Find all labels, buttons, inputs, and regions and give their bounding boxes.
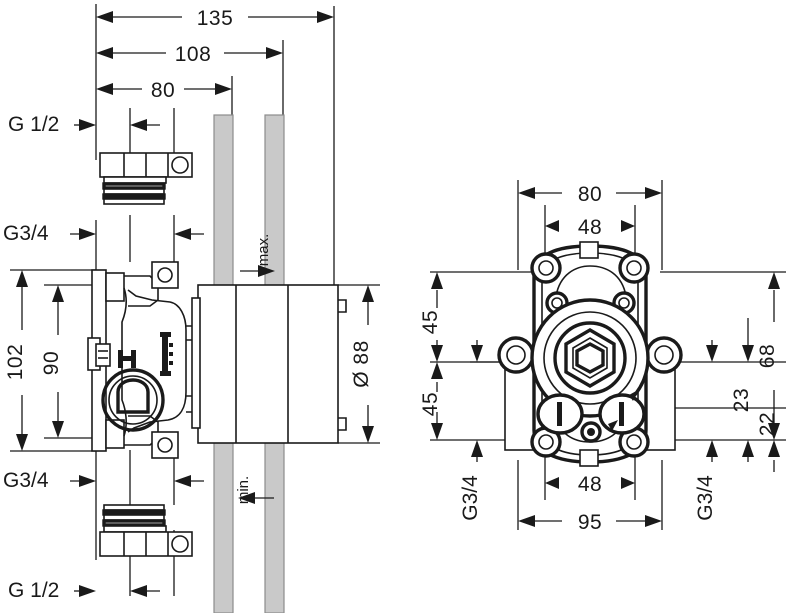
dimension-80: 80 — [96, 79, 232, 102]
note-min-label: min. — [235, 476, 252, 504]
front-dimension-label-95: 95 — [578, 511, 602, 534]
thread-label-top-g12: G 1/2 — [8, 113, 160, 136]
dimension-label-80: 80 — [151, 79, 175, 102]
thread-text-bottom-g34: G3/4 — [3, 469, 49, 492]
side-extension-lines — [95, 4, 335, 596]
front-elevation-view: 80 48 48 95 — [419, 180, 786, 534]
front-dimension-48-top: 48 — [545, 216, 635, 239]
front-inner-tick-arrows-left — [471, 340, 483, 462]
arrowhead-right — [266, 47, 283, 59]
dimension-90: 90 — [40, 284, 96, 439]
dimension-label-102: 102 — [4, 344, 27, 381]
plaster-shield-housing — [191, 284, 347, 444]
front-dimension-95: 95 — [518, 511, 662, 534]
valve-body-front — [497, 241, 683, 467]
dimension-label-90: 90 — [40, 351, 63, 375]
dimension-label-d88: Ø 88 — [350, 340, 373, 388]
front-dimension-label-48-bottom: 48 — [578, 473, 602, 496]
front-dimension-45-lower: 45 — [419, 362, 443, 440]
note-min: min. — [235, 476, 274, 504]
thread-text-bottom-g12: G 1/2 — [8, 579, 59, 602]
thread-text-top-g34: G3/4 — [3, 222, 49, 245]
bottom-connector-fitting — [99, 504, 193, 557]
front-dimension-45-upper: 45 — [419, 272, 443, 362]
front-dimension-label-48-top: 48 — [578, 216, 602, 239]
note-max: max. — [240, 234, 275, 277]
dimension-135: 135 — [96, 7, 334, 30]
front-thread-left-g34: G3/4 — [459, 475, 482, 521]
body-marking-h — [118, 350, 136, 368]
dimension-102: 102 — [4, 269, 96, 452]
top-connector-fitting — [99, 152, 193, 205]
front-inner-tick-arrows-right — [706, 340, 718, 462]
valve-body-side — [87, 261, 197, 459]
thread-label-bottom-g12: G 1/2 — [8, 579, 160, 602]
front-extension-lines — [430, 180, 786, 530]
thread-label-top-g34: G3/4 — [3, 222, 204, 245]
side-section-view: 135 108 80 G 1/2 — [3, 4, 380, 613]
thread-text-top-g12: G 1/2 — [8, 113, 59, 136]
dimension-108: 108 — [96, 43, 283, 66]
body-brand-marking — [160, 332, 173, 376]
front-dimension-80: 80 — [518, 183, 662, 206]
arrowhead-left — [96, 47, 113, 59]
arrowhead-left — [96, 83, 113, 95]
front-dimension-label-23: 23 — [730, 388, 753, 412]
front-dimension-68: 68 — [756, 272, 780, 440]
front-dimension-label-45-upper: 45 — [419, 310, 442, 334]
note-max-label: max. — [255, 234, 272, 267]
front-thread-right-g34: G3/4 — [694, 475, 717, 521]
front-dimension-23: 23 — [730, 318, 754, 462]
front-dimension-22: 22 — [756, 412, 780, 472]
front-dimension-label-80: 80 — [578, 183, 602, 206]
front-thread-text-left: G3/4 — [459, 475, 482, 521]
front-dimension-label-68: 68 — [756, 344, 779, 368]
front-dimension-label-45-lower: 45 — [419, 392, 442, 416]
dimension-label-135: 135 — [197, 7, 234, 30]
front-thread-text-right: G3/4 — [694, 475, 717, 521]
dimension-label-108: 108 — [175, 43, 212, 66]
front-dimension-48-bottom: 48 — [545, 473, 635, 496]
front-dimension-label-22: 22 — [756, 412, 779, 436]
dimension-d88: Ø 88 — [338, 284, 380, 444]
thread-label-bottom-g34: G3/4 — [3, 469, 204, 492]
arrowhead-right — [215, 83, 232, 95]
arrowhead-right — [317, 11, 334, 23]
arrowhead-left — [96, 11, 113, 23]
